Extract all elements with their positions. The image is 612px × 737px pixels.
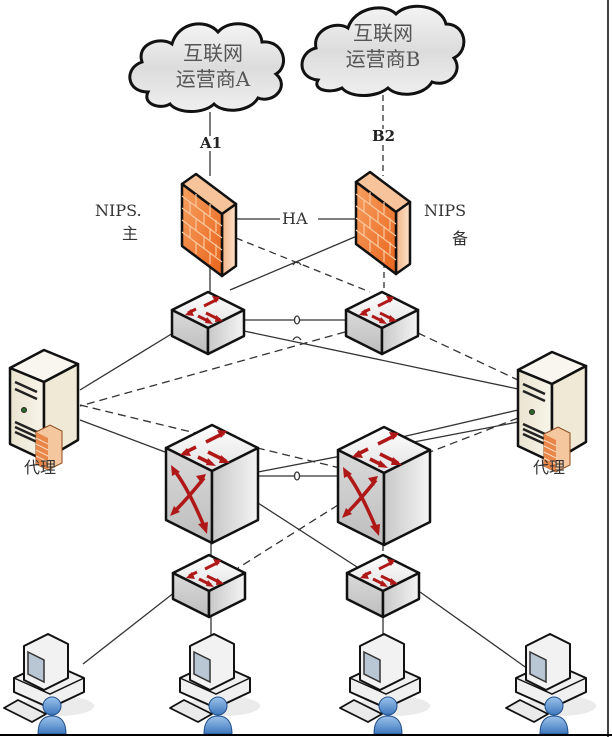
proxy-left-label: 代理 <box>24 458 57 477</box>
link-sw1-proxyL <box>79 332 174 391</box>
switch-access-bottom-1 <box>171 553 247 619</box>
cloud-isp-b-line1: 互联网 <box>353 21 413 45</box>
nips-primary-role: 主 <box>122 224 139 243</box>
link-nips-p-sw2 <box>235 237 371 293</box>
cloud-isp-a-line1: 互联网 <box>183 41 243 65</box>
workstation-1 <box>3 633 95 735</box>
cloud-isp-b-line2: 运营商B <box>345 47 421 71</box>
cloud-isp-b <box>300 4 466 97</box>
switch-access-top-2 <box>344 290 420 356</box>
switch-access-top-1 <box>170 290 246 356</box>
link-crossover <box>292 336 302 341</box>
proxy-right-label: 代理 <box>533 458 566 477</box>
firewall-nips-backup <box>354 170 412 276</box>
uplink-label-b2: B2 <box>370 127 398 145</box>
link-proxyL-core1 <box>79 419 166 453</box>
cloud-isp-a <box>128 22 285 113</box>
link-proxyR-core2 <box>401 409 519 438</box>
link-core2-sw3 <box>237 504 339 569</box>
link-crossover <box>292 261 302 266</box>
nips-primary-name: NIPS. <box>95 201 142 220</box>
workstation-4 <box>505 633 597 735</box>
link-sw4-pc4 <box>419 591 529 670</box>
server-proxy-right <box>516 350 588 474</box>
link-proxyR-core2-dash <box>429 417 519 453</box>
link-sw2-proxyR <box>417 332 519 381</box>
link-nips-b-sw1 <box>229 235 358 291</box>
link-sw3-pc1 <box>82 591 176 665</box>
switch-core-1 <box>164 423 260 545</box>
ha-label: HA <box>280 209 310 228</box>
link-crossover <box>293 315 301 325</box>
uplink-label-a1: A1 <box>198 134 225 152</box>
nips-backup-name: NIPS <box>424 201 467 220</box>
link-sw2-proxyL <box>79 331 346 407</box>
server-proxy-left <box>8 348 80 472</box>
link-core1-sw4 <box>257 502 358 568</box>
cloud-isp-b-label: 互联网 运营商B <box>318 20 448 72</box>
switch-core-2 <box>336 425 432 547</box>
firewall-nips-primary <box>180 172 238 278</box>
link-sw1-proxyR <box>243 330 519 390</box>
nips-backup-role: 备 <box>452 229 469 248</box>
workstation-3 <box>339 633 431 735</box>
cloud-isp-a-label: 互联网 运营商A <box>148 40 278 92</box>
workstation-2 <box>169 633 261 735</box>
links <box>79 95 529 670</box>
link-crossover <box>293 471 301 481</box>
cloud-isp-a-line2: 运营商A <box>175 67 251 91</box>
switch-access-bottom-2 <box>345 553 421 619</box>
